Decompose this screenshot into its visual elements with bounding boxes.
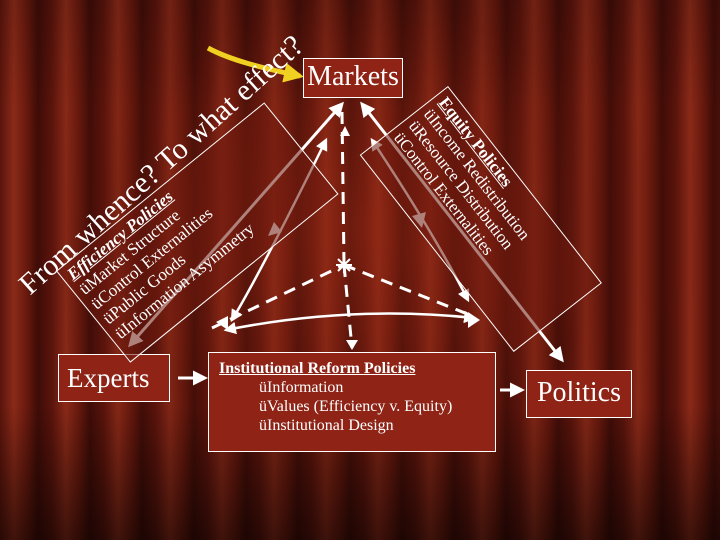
politics-box: Politics	[526, 370, 632, 418]
marker-bottom	[346, 340, 358, 350]
marker-right	[468, 312, 480, 328]
marker-top	[340, 126, 350, 136]
institutional-item: üValues (Efficiency v. Equity)	[259, 398, 453, 415]
question-to-markets-arrow	[206, 45, 304, 83]
experts-label: Experts	[67, 363, 150, 393]
institutional-item: üInformation	[259, 379, 344, 396]
markets-box: Markets	[303, 58, 403, 98]
institutional-reform-box: Institutional Reform Policies üInformati…	[208, 352, 496, 452]
center-star	[336, 257, 352, 273]
institutional-title: Institutional Reform Policies	[219, 360, 416, 377]
dashed-center-bottom	[342, 264, 354, 349]
dashed-center-top	[340, 111, 346, 266]
dashed-center-left	[211, 263, 345, 330]
marker-left	[216, 316, 228, 330]
markets-label: Markets	[307, 61, 399, 92]
dashed-center-right	[343, 263, 471, 317]
politics-label: Politics	[536, 377, 621, 408]
institutional-item: üInstitutional Design	[259, 417, 394, 434]
experts-box: Experts	[58, 354, 170, 402]
